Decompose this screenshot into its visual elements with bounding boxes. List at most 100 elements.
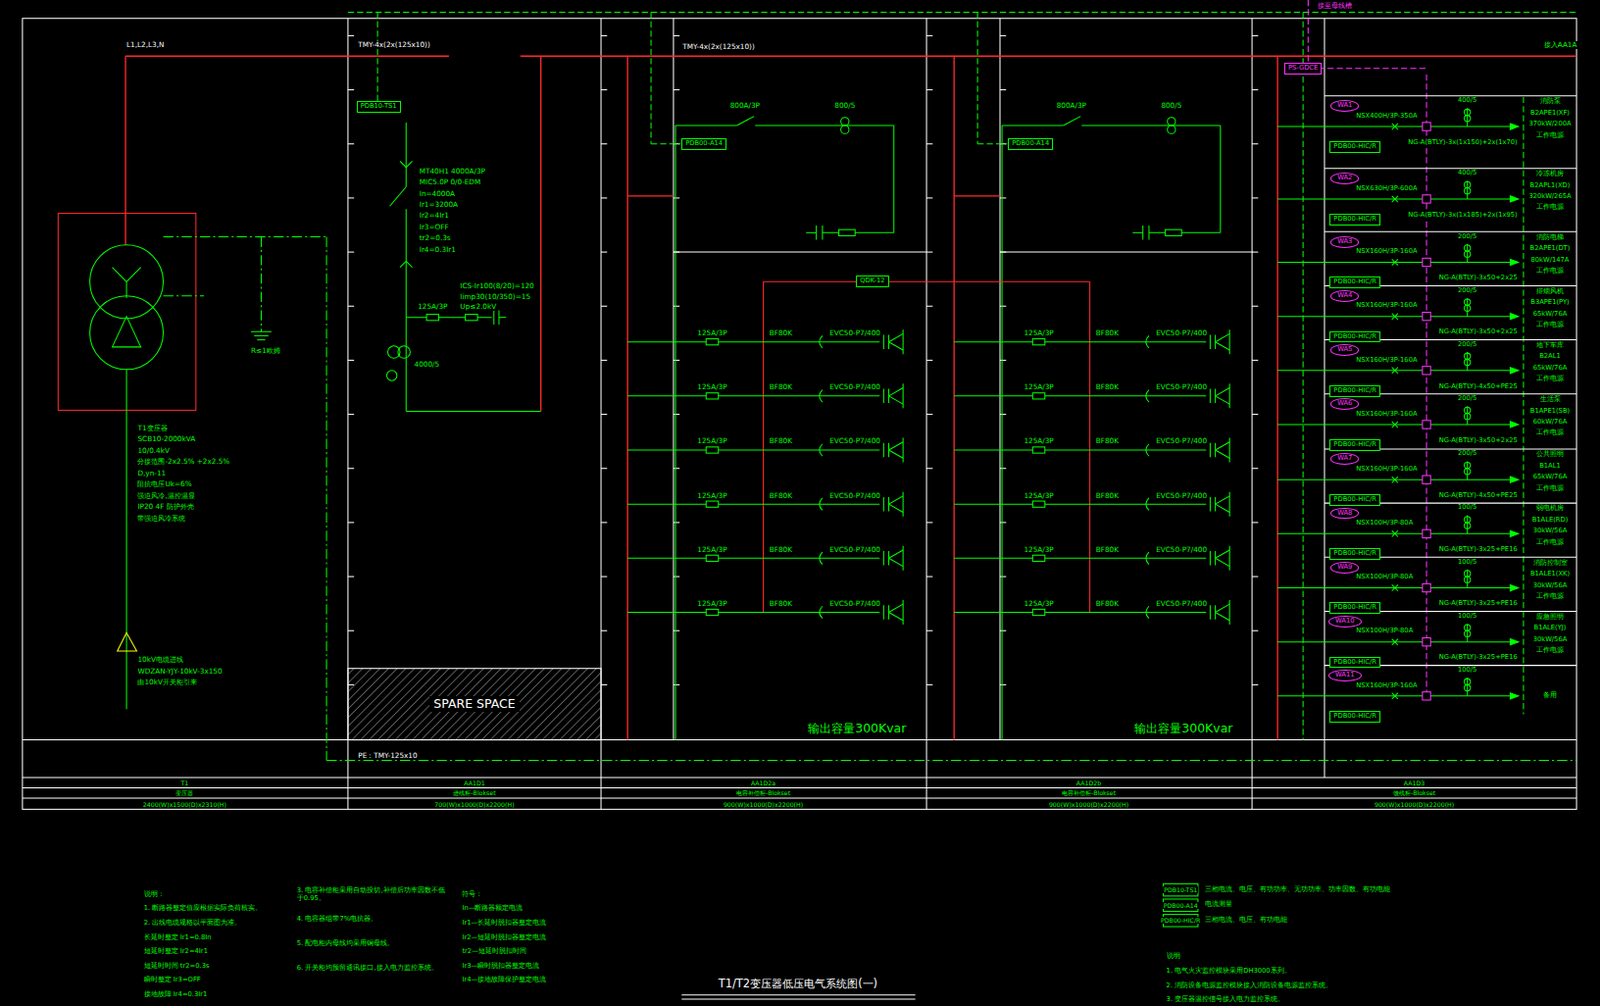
capacitor-symbol	[889, 550, 904, 558]
capacitor-feeder	[1001, 124, 1063, 126]
meter-tag: PDB00-HIC/R	[1329, 331, 1381, 344]
capacitor-branch	[627, 503, 880, 505]
circuit-tag: WA7	[1330, 452, 1359, 465]
capacitor-symbol	[902, 600, 904, 625]
wye-symbol	[126, 281, 128, 299]
current-transformer	[1464, 516, 1471, 523]
breaker-symbol	[1392, 313, 1399, 320]
circuit-tag: WA11	[1328, 669, 1362, 682]
ruler-tick	[348, 576, 354, 578]
capacitor-symbol	[1215, 603, 1231, 612]
annotation-text: 工作电源	[1535, 429, 1565, 438]
annotation-text: 4000/5	[413, 360, 442, 369]
circuit-tag: WA3	[1330, 236, 1359, 249]
meter-tag: PDB00-HIC/R	[1329, 439, 1381, 451]
annotation-text: 瞬时整定 Ir3=OFF	[143, 976, 202, 985]
reactor-symbol	[819, 498, 823, 510]
legend-text: 三相电流、电压、有功功率、无功功率、功率因数、有功电能	[1203, 886, 1392, 895]
ruler-tick	[1251, 305, 1258, 307]
annotation-text: 工作电源	[1535, 593, 1565, 601]
ruler-tick	[600, 143, 607, 145]
tag-text: WA8	[1337, 509, 1352, 518]
leakage-sensor	[1422, 583, 1431, 592]
ct-lead	[1466, 180, 1468, 200]
annotation-text: PE：TMY-125x10	[356, 751, 418, 760]
pe-bar	[326, 759, 1577, 761]
annotation-text: 800A/3P	[1055, 101, 1088, 110]
load-column-line	[1522, 97, 1524, 715]
capacitor-symbol	[1209, 334, 1211, 350]
annotation-text: EVC50-P7/400	[1154, 600, 1208, 608]
delta-symbol	[111, 316, 141, 348]
annotation-text: BF80K	[1095, 492, 1120, 500]
annotation-text: EVC50-P7/400	[1154, 437, 1208, 446]
table-rule	[22, 739, 1577, 741]
earth-line	[260, 236, 262, 332]
capacitor-branch	[627, 395, 880, 397]
annotation-text: PDB10-TS1	[1162, 886, 1199, 894]
circuit-tag: WA2	[1330, 172, 1359, 185]
current-transformer	[1464, 522, 1471, 529]
ruler-tick	[348, 521, 354, 523]
meter-tag: PDB00-HIC/R	[1329, 656, 1381, 669]
annotation-text: BF80K	[1095, 437, 1120, 446]
ruler-tick	[673, 630, 680, 632]
capacitor-symbol	[805, 232, 816, 234]
fuse-symbol	[1032, 500, 1045, 507]
annotation-text: 30kW/56A	[1532, 527, 1569, 536]
ruler-tick	[600, 630, 607, 632]
capacitor-symbol	[1209, 550, 1211, 566]
capacitor-busbar	[626, 55, 628, 740]
capacitor-symbol	[1215, 342, 1231, 350]
fuse-symbol	[1032, 393, 1045, 400]
annotation-text: 900(W)x1000(D)x2200(H)	[1048, 800, 1130, 808]
hv-cable	[126, 369, 128, 710]
annotation-text: NSX160H/3P-160A	[1354, 410, 1418, 419]
breaker-symbol	[1392, 313, 1399, 320]
ruler-tick	[926, 251, 933, 253]
reactor-symbol	[819, 335, 823, 348]
ruler-tick	[1251, 684, 1258, 686]
capacitor-busbar	[952, 55, 954, 740]
capacitor-symbol	[889, 450, 904, 458]
capacitor-symbol	[1215, 496, 1231, 504]
fuse-symbol	[1032, 608, 1045, 615]
annotation-text: 30kW/56A	[1532, 636, 1569, 645]
current-transformer	[1464, 245, 1471, 251]
current-transformer	[1464, 684, 1471, 691]
table-rule	[22, 797, 1577, 799]
annotation-text: WDZAN-YJY-10kV-3x150	[136, 667, 223, 676]
row-divider	[1324, 167, 1577, 169]
ruler-tick	[348, 359, 354, 361]
annotation-text: 工作电源	[1535, 485, 1565, 494]
compartment-rule	[1000, 251, 1253, 253]
annotation-text: Ir2=4Ir1	[418, 211, 450, 220]
breaker-blade	[736, 116, 754, 126]
annotation-text: BF80K	[1095, 546, 1120, 554]
ruler-tick	[600, 521, 607, 523]
drawing	[22, 0, 1577, 1000]
leakage-sensor	[1422, 122, 1431, 131]
annotation-text: 消防泵	[1539, 98, 1562, 106]
fire-monitor-line	[1307, 0, 1309, 64]
annotation-text: NG-A(BTLY)-3x50+2x25	[1438, 328, 1519, 337]
ruler-tick	[348, 467, 354, 469]
annotation-text: 应急照明	[1535, 613, 1565, 622]
annotation-text: 900(W)x1000(D)x2200(H)	[1373, 800, 1455, 808]
annotation-text: B1ALE(YJ)	[1533, 624, 1568, 633]
leakage-sensor	[1422, 529, 1431, 538]
feeder-arrow	[1509, 258, 1518, 265]
current-transformer	[1464, 570, 1471, 577]
capacitor-symbol	[1215, 396, 1231, 404]
leakage-sensor	[1422, 692, 1431, 700]
feeder-arrow	[1509, 693, 1518, 700]
annotation-text: 125A/3P	[1022, 600, 1054, 608]
ruler-tick	[348, 35, 354, 37]
capacitor-symbol	[902, 383, 904, 408]
leakage-sensor	[1422, 420, 1431, 429]
annotation-text: BF80K	[768, 600, 794, 608]
annotation-text: BF80K	[768, 437, 794, 446]
annotation-text: 65kW/76A	[1532, 310, 1569, 319]
breaker-symbol	[1392, 693, 1399, 700]
capacitor-symbol	[883, 497, 885, 512]
